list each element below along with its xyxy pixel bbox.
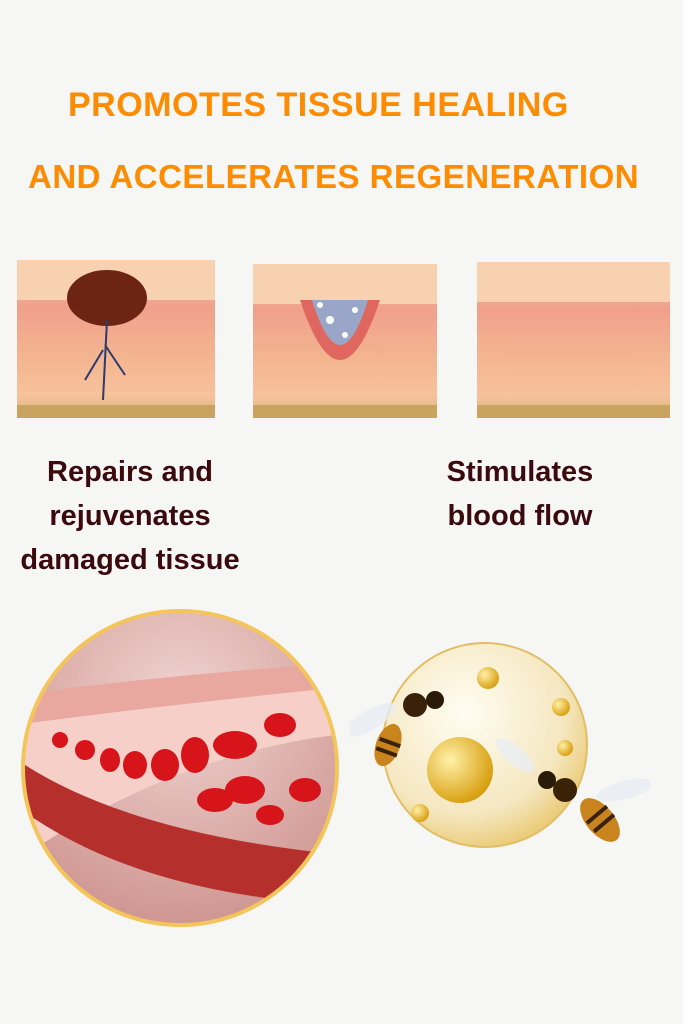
bee-icon: [350, 691, 444, 767]
gold-ring: [21, 609, 339, 927]
caption-line: Stimulates: [446, 456, 594, 488]
wounded-tissue-block: [17, 260, 215, 418]
bee-icon: [495, 738, 650, 842]
blood-vessel-illustration: [21, 609, 339, 927]
red-blood-cells: [52, 713, 321, 825]
caption-line: rejuvenates: [49, 500, 211, 532]
healing-tissue-block: [253, 264, 437, 418]
caption-blood-flow: Stimulates blood flow: [400, 450, 640, 538]
caption-line: blood flow: [447, 500, 593, 532]
caption-repairs-tissue: Repairs and rejuvenates damaged tissue: [0, 450, 260, 582]
headline-line-2: AND ACCELERATES REGENERATION: [28, 158, 640, 195]
caption-line: Repairs and: [47, 456, 213, 488]
caption-line: damaged tissue: [20, 544, 240, 576]
bee-honey-bubble-illustration: [350, 642, 650, 848]
tissue-healing-stages-illustration: [17, 260, 670, 418]
headline-line-1: PROMOTES TISSUE HEALING: [68, 86, 569, 124]
healed-tissue-block: [477, 262, 670, 418]
